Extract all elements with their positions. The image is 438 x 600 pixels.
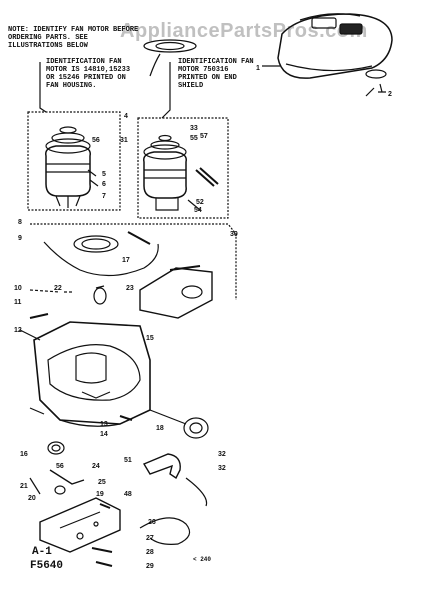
part-5: 5	[102, 171, 106, 178]
screws	[29, 407, 133, 567]
small-code: < 240	[193, 556, 212, 563]
part-52: 56	[92, 137, 100, 144]
leader-left	[39, 62, 47, 113]
part-20: 20	[28, 495, 36, 502]
part-9: 9	[18, 235, 22, 242]
cord-lead	[185, 477, 208, 507]
part-1: 1	[256, 65, 260, 72]
part-32: 32	[218, 465, 226, 472]
part-26: 26	[148, 519, 156, 526]
part-21: 21	[20, 483, 28, 490]
part-6: 6	[102, 181, 106, 188]
part-17: 17	[122, 257, 130, 264]
watermark-text: AppliancePartsPros.com	[120, 20, 368, 42]
part-4: 4	[124, 113, 128, 120]
part-13: 13	[100, 421, 108, 428]
part-12: 12	[14, 327, 22, 334]
part-48: 51	[124, 457, 132, 464]
part-54: 55	[190, 135, 198, 142]
part-27: 27	[146, 535, 154, 542]
part-2: 2	[388, 91, 392, 98]
part-55: 54	[194, 207, 202, 214]
main-housing	[19, 321, 151, 427]
right-motor-box	[137, 117, 229, 219]
part-15: 15	[146, 335, 154, 342]
figure-id: F5640	[30, 560, 64, 572]
part-31: 32	[218, 451, 226, 458]
part-22: 22	[54, 285, 62, 292]
part-33: 33	[190, 125, 198, 132]
part-28: 28	[146, 549, 154, 556]
frame-line	[30, 223, 237, 300]
part-16: 16	[20, 451, 28, 458]
part-10: 10	[14, 285, 22, 292]
part-number-labels: 1 2 4 31 56 5 6 7 33 55 57 54 52 8 9 30 …	[14, 65, 392, 570]
part-57: 57	[200, 133, 208, 140]
part-56: 56	[56, 463, 64, 470]
part-50: 48	[124, 491, 132, 498]
part-30: 30	[230, 231, 238, 238]
note-left-motor: IDENTIFICATION FAN MOTOR IS 14810,15233 …	[46, 58, 131, 90]
part-24: 24	[92, 463, 100, 470]
wheel-knob	[149, 409, 209, 439]
part-53: 52	[196, 199, 204, 206]
part-18: 18	[156, 425, 164, 432]
part-8: 8	[18, 219, 22, 226]
leader-right	[161, 62, 171, 119]
part-23: 23	[126, 285, 134, 292]
gasket-ring	[43, 231, 159, 277]
part-25: 25	[98, 479, 106, 486]
part-19: 19	[96, 491, 104, 498]
top-shell-assembly	[262, 13, 393, 97]
part-14: 14	[100, 431, 108, 438]
part-51: 31	[120, 137, 128, 144]
filter-panel	[139, 265, 213, 319]
part-7: 7	[102, 193, 106, 200]
small-clips	[29, 285, 107, 319]
part-29: 29	[146, 563, 154, 570]
bracket-plate	[39, 497, 121, 553]
note-right-motor: IDENTIFICATION FAN MOTOR 750316 PRINTED …	[178, 58, 254, 90]
part-11: 11	[14, 299, 22, 306]
bottom-left-parts	[29, 441, 85, 495]
cord	[139, 517, 191, 545]
handle-part	[142, 453, 181, 480]
leader-top-disc	[149, 53, 161, 77]
page-code: A-1	[32, 546, 52, 558]
top-disc	[143, 39, 197, 53]
note-header: NOTE: IDENTIFY FAN MOTOR BEFORE ORDERING…	[8, 26, 139, 50]
left-motor-box	[27, 111, 121, 211]
